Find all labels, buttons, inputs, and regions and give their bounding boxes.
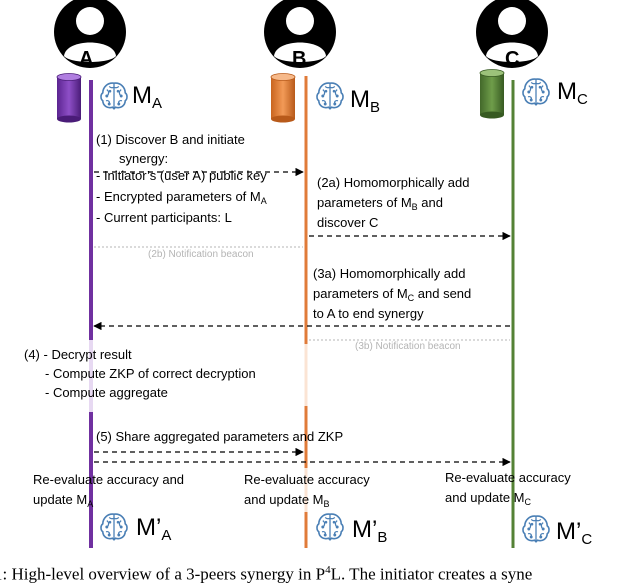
step-5-label: (5) Share aggregated parameters and ZKP <box>96 429 344 444</box>
database-cylinder-icon <box>479 69 505 119</box>
brain-circuit-icon <box>316 82 344 110</box>
brain-circuit-icon <box>522 78 550 106</box>
peer-label-a: A <box>79 48 94 70</box>
step-2a-line2: parameters of MB and <box>317 195 443 212</box>
step-2a-line3: discover C <box>317 215 379 230</box>
database-cylinder-icon <box>56 73 82 123</box>
reevaluate-c-line1: Re-evaluate accuracy <box>445 470 571 485</box>
beacon-label-3b: (3b) Notification beacon <box>353 341 463 352</box>
step-1-item-participants: - Current participants: L <box>96 210 232 225</box>
step-2a-line1: (2a) Homomorphically add <box>317 175 470 190</box>
step-3a-line3: to A to end synergy <box>313 306 424 321</box>
user-avatar-icon <box>54 0 126 68</box>
brain-circuit-icon <box>100 82 128 110</box>
user-avatar-icon <box>476 0 548 68</box>
model-prime-label-c: M’C <box>556 518 593 548</box>
model-label-b: MB <box>350 86 381 116</box>
peer-label-c: C <box>505 48 520 70</box>
step-1-item-encrypted: - Encrypted parameters of MA <box>96 189 267 206</box>
reevaluate-a-line1: Re-evaluate accuracy and <box>33 472 185 487</box>
brain-circuit-icon <box>316 513 344 541</box>
step-1-item-public-key: - Initiator’s (user A) public key <box>96 168 267 183</box>
reevaluate-c-line2: and update MC <box>445 490 532 507</box>
step-4-line1: (4) - Decrypt result <box>24 347 132 362</box>
step-1-title-cont: synergy: <box>119 151 169 166</box>
brain-circuit-icon <box>522 515 550 543</box>
reevaluate-b-line2: and update MB <box>244 492 330 509</box>
beacon-label-2b: (2b) Notification beacon <box>146 249 256 260</box>
step-4-line2: - Compute ZKP of correct decryption <box>45 366 256 381</box>
model-prime-label-b: M’B <box>352 516 388 546</box>
user-avatar-icon <box>264 0 336 68</box>
reevaluate-b-line1: Re-evaluate accuracy <box>244 472 370 487</box>
step-1-title: (1) Discover B and initiate <box>96 132 245 147</box>
step-3a-line2: parameters of MC and send <box>313 286 472 303</box>
figure-caption: 1: High-level overview of a 3-peers syne… <box>0 564 533 584</box>
peer-label-b: B <box>292 48 307 70</box>
step-4-line3: - Compute aggregate <box>45 385 168 400</box>
step-3a-line1: (3a) Homomorphically add <box>313 266 466 281</box>
brain-circuit-icon <box>100 513 128 541</box>
model-label-a: MA <box>132 82 163 112</box>
reevaluate-a-line2: update MA <box>33 492 94 509</box>
model-prime-label-a: M’A <box>136 514 172 544</box>
database-cylinder-icon <box>270 73 296 123</box>
model-label-c: MC <box>557 78 588 108</box>
